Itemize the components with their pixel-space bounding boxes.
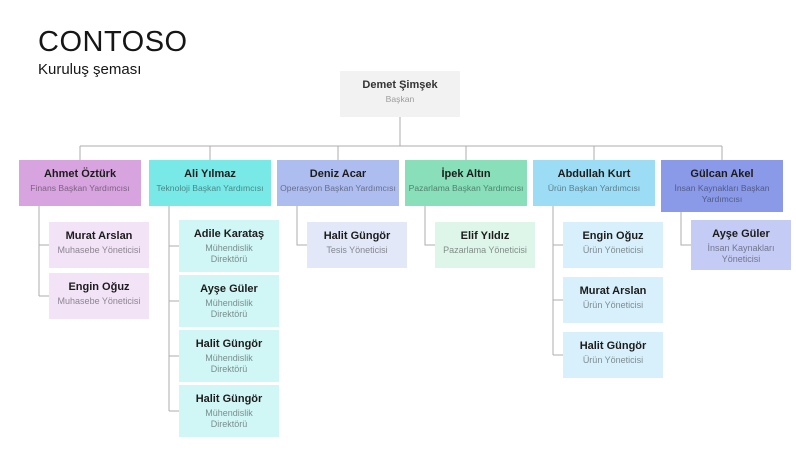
person-title: Tesis Yöneticisi	[326, 245, 388, 255]
person-title: İnsan Kaynakları Başkan Yardımcısı	[674, 183, 770, 204]
branch-0-lines	[38, 206, 49, 297]
person-title: Ürün Yöneticisi	[582, 355, 644, 365]
person-title: Mühendislik Direktörü	[205, 353, 253, 374]
org-node: Ayşe Güler Mühendislik Direktörü	[179, 275, 279, 327]
org-node: Engin Oğuz Muhasebe Yöneticisi	[49, 273, 149, 319]
person-name: İpek Altın	[441, 168, 491, 180]
org-node-vp: İpek Altın Pazarlama Başkan Yardımcısı	[405, 160, 527, 206]
person-name: Halit Güngör	[323, 230, 391, 242]
org-node-vp: Gülcan Akel İnsan Kaynakları Başkan Yard…	[661, 160, 783, 212]
person-name: Demet Şimşek	[362, 79, 438, 91]
person-name: Engin Oğuz	[68, 281, 130, 293]
org-node: Halit Güngör Tesis Yöneticisi	[307, 222, 407, 268]
person-title: Başkan	[385, 94, 415, 104]
person-title: Ürün Yöneticisi	[582, 245, 644, 255]
person-name: Ahmet Öztürk	[43, 168, 117, 180]
org-node: Ayşe Güler İnsan Kaynakları Yöneticisi	[691, 220, 791, 270]
person-title: Mühendislik Direktörü	[205, 408, 253, 429]
org-node: Murat Arslan Muhasebe Yöneticisi	[49, 222, 149, 268]
person-title: Ürün Başkan Yardımcısı	[547, 183, 641, 193]
person-name: Halit Güngör	[195, 338, 263, 350]
vp-rail-line	[79, 145, 723, 160]
org-node: Halit Güngör Mühendislik Direktörü	[179, 330, 279, 382]
person-title: İnsan Kaynakları Yöneticisi	[707, 243, 775, 264]
person-name: Gülcan Akel	[690, 168, 754, 180]
org-node-vp: Ahmet Öztürk Finans Başkan Yardımcısı	[19, 160, 141, 206]
branch-2-lines	[296, 206, 307, 246]
person-title: Mühendislik Direktörü	[205, 243, 253, 264]
org-node-vp: Ali Yılmaz Teknoloji Başkan Yardımcısı	[149, 160, 271, 206]
branch-1-lines	[168, 206, 179, 412]
person-name: Ali Yılmaz	[184, 168, 236, 180]
company-name: CONTOSO	[38, 26, 188, 58]
person-name: Elif Yıldız	[460, 230, 510, 242]
person-title: Mühendislik Direktörü	[205, 298, 253, 319]
person-name: Ayşe Güler	[712, 228, 770, 240]
person-title: Muhasebe Yöneticisi	[57, 245, 141, 255]
person-name: Engin Oğuz	[582, 230, 644, 242]
branch-5-lines	[680, 212, 691, 246]
person-title: Muhasebe Yöneticisi	[57, 296, 141, 306]
org-node: Halit Güngör Mühendislik Direktörü	[179, 385, 279, 437]
person-name: Ayşe Güler	[200, 283, 258, 295]
org-node: Adile Karataş Mühendislik Direktörü	[179, 220, 279, 272]
org-node-vp: Abdullah Kurt Ürün Başkan Yardımcısı	[533, 160, 655, 206]
org-node-root: Demet Şimşek Başkan	[340, 71, 460, 117]
org-node: Engin Oğuz Ürün Yöneticisi	[563, 222, 663, 268]
person-name: Deniz Acar	[309, 168, 367, 180]
person-name: Murat Arslan	[65, 230, 133, 242]
branch-4-lines	[552, 206, 563, 356]
person-title: Ürün Yöneticisi	[582, 300, 644, 310]
person-name: Halit Güngör	[195, 393, 263, 405]
person-name: Murat Arslan	[579, 285, 647, 297]
person-title: Pazarlama Yöneticisi	[443, 245, 527, 255]
person-title: Pazarlama Başkan Yardımcısı	[408, 183, 524, 193]
org-node: Elif Yıldız Pazarlama Yöneticisi	[435, 222, 535, 268]
person-name: Halit Güngör	[579, 340, 647, 352]
org-node: Murat Arslan Ürün Yöneticisi	[563, 277, 663, 323]
org-node: Halit Güngör Ürün Yöneticisi	[563, 332, 663, 378]
person-name: Abdullah Kurt	[557, 168, 631, 180]
person-name: Adile Karataş	[193, 228, 265, 240]
branch-3-lines	[424, 206, 435, 246]
person-title: Operasyon Başkan Yardımcısı	[280, 183, 396, 193]
person-title: Finans Başkan Yardımcısı	[30, 183, 130, 193]
person-title: Teknoloji Başkan Yardımcısı	[156, 183, 264, 193]
chart-title: Kuruluş şeması	[38, 61, 142, 78]
org-node-vp: Deniz Acar Operasyon Başkan Yardımcısı	[277, 160, 399, 206]
